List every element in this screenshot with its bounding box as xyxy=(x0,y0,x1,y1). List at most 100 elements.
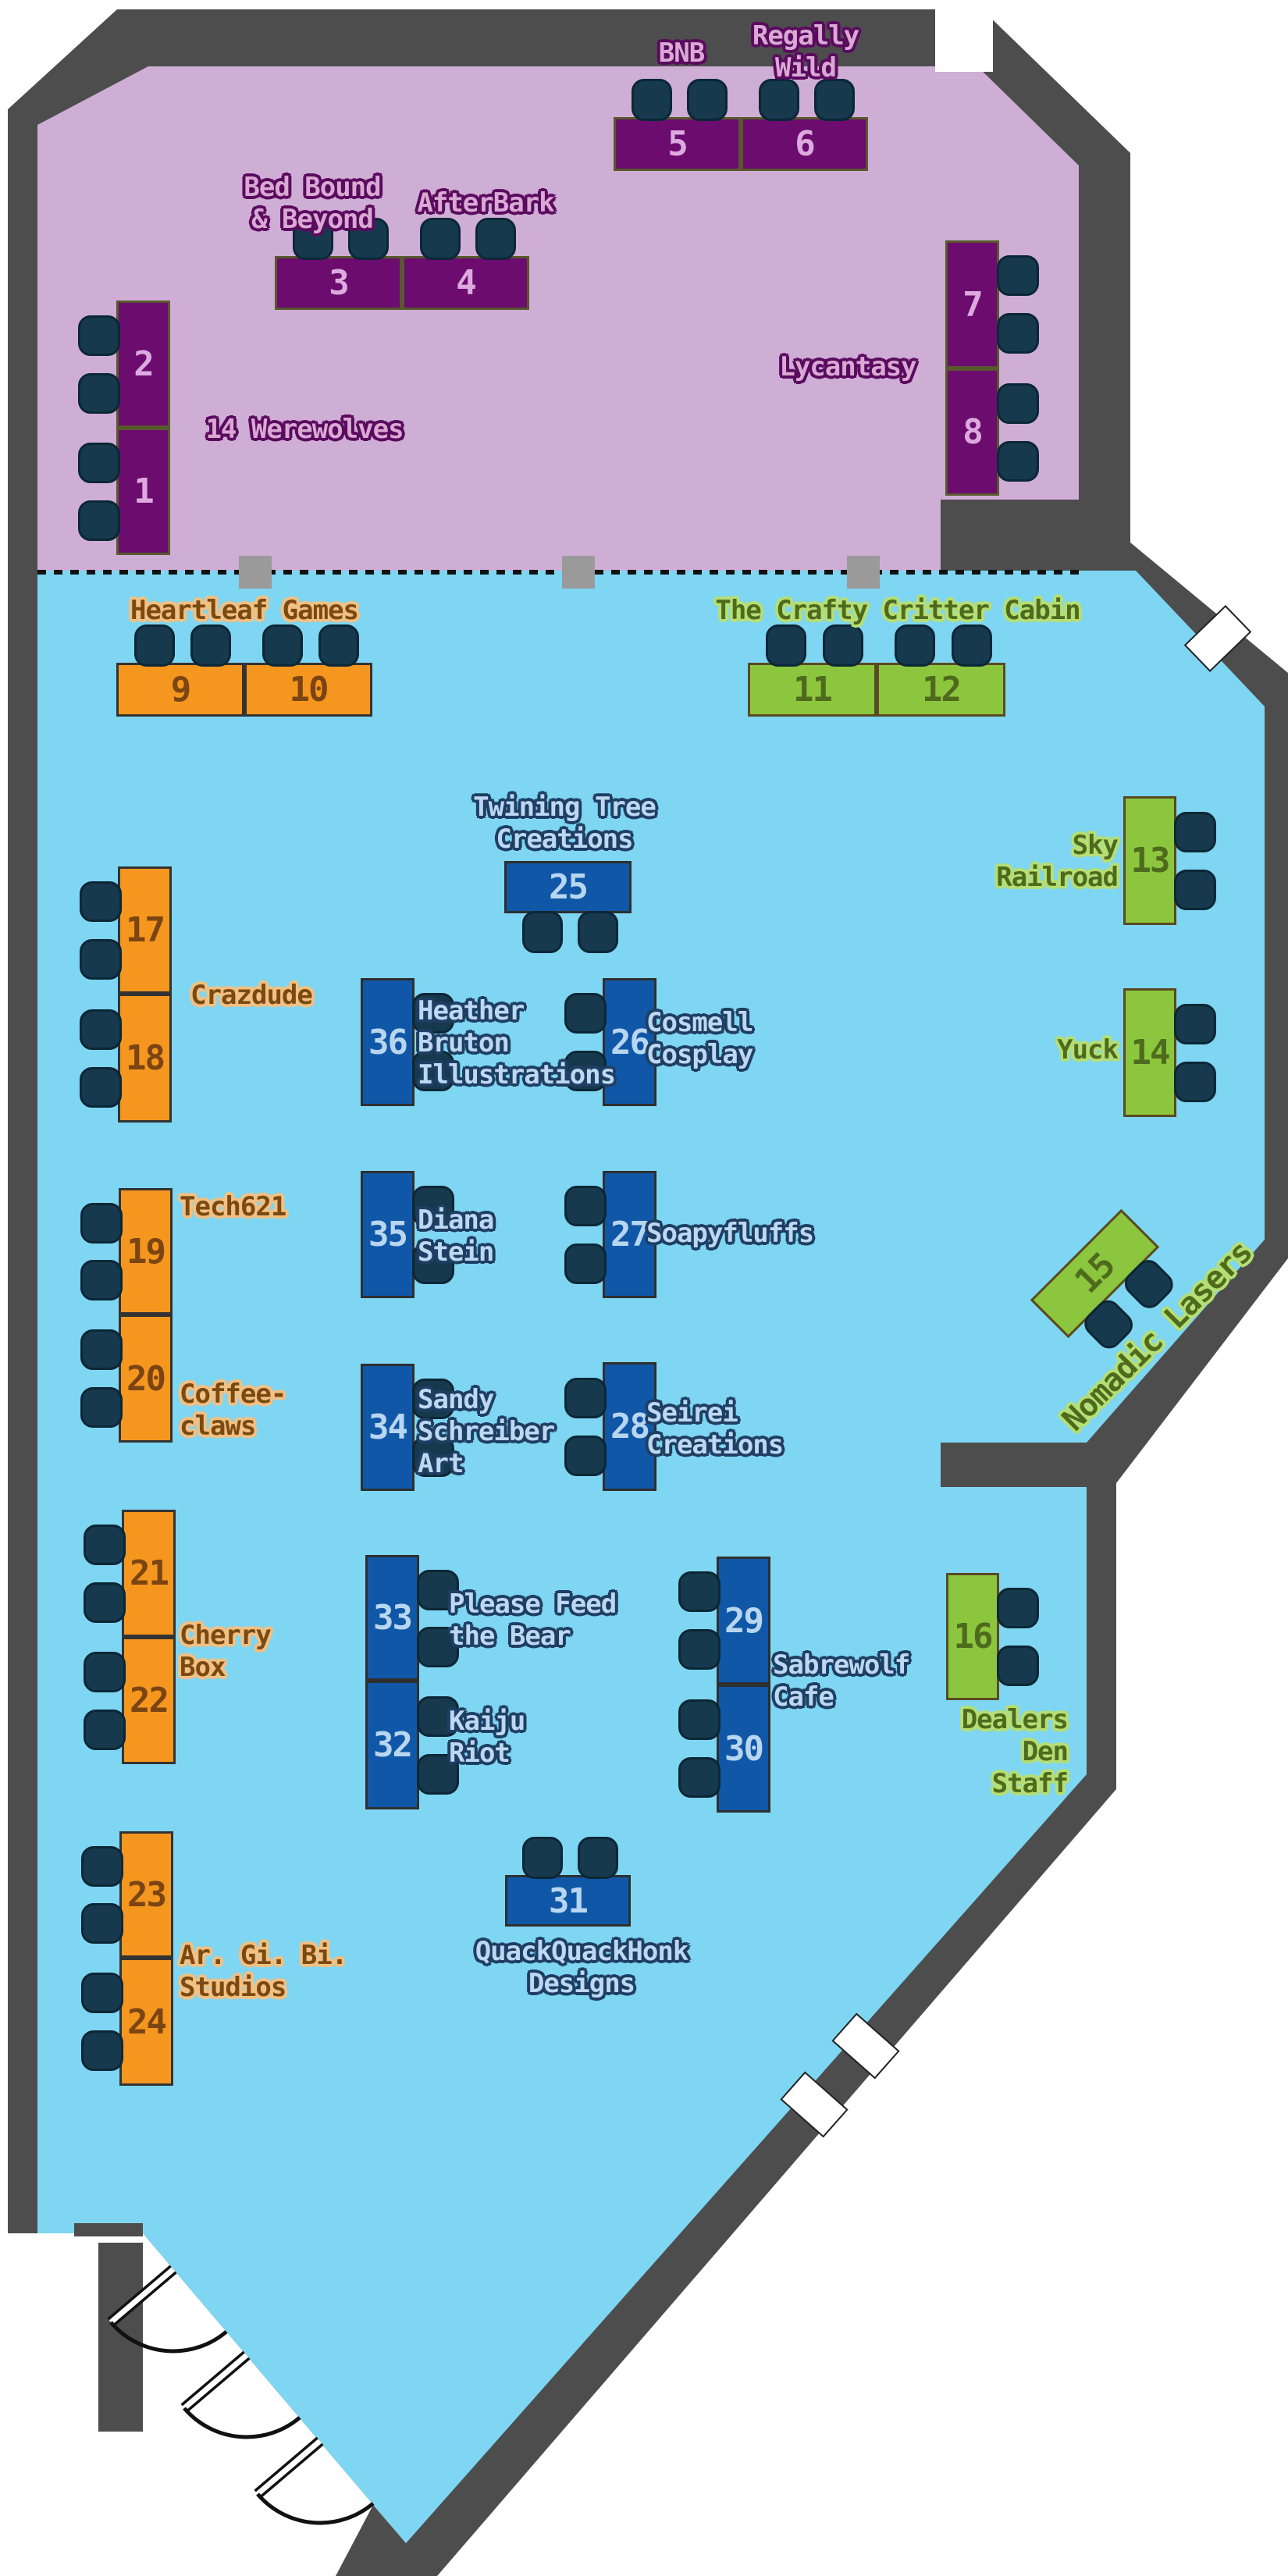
table-33[interactable]: 33 xyxy=(365,1555,459,1681)
chair-icon xyxy=(84,1652,126,1693)
vendor-label-line: Regally xyxy=(752,20,859,52)
chair-icon xyxy=(1174,1003,1216,1044)
vendor-label-line: Schreiber xyxy=(418,1416,555,1447)
chair-icon xyxy=(80,938,122,980)
table-26[interactable]: 26 xyxy=(564,978,656,1106)
chair-icon xyxy=(417,1626,459,1667)
table-8[interactable]: 8 xyxy=(945,368,1039,496)
vendor-label: The Crafty Critter Cabin xyxy=(715,595,1080,627)
table-28[interactable]: 28 xyxy=(564,1362,656,1491)
table-17[interactable]: 17 xyxy=(80,866,172,994)
table-number: 16 xyxy=(953,1617,994,1656)
floor-main-room xyxy=(37,571,1265,2543)
table-36[interactable]: 36 xyxy=(361,978,454,1106)
chair-icon xyxy=(133,624,175,667)
table-number: 18 xyxy=(126,1038,165,1078)
table-2[interactable]: 2 xyxy=(78,301,170,428)
vendor-label-line: Railroad xyxy=(996,862,1119,893)
table-10[interactable]: 10 xyxy=(244,624,372,717)
chair-icon xyxy=(190,624,232,667)
table-14[interactable]: 14 xyxy=(1123,988,1216,1117)
table-number: 23 xyxy=(127,1874,167,1915)
chair-icon xyxy=(81,1903,123,1944)
vendor-label-line: Den xyxy=(1022,1736,1069,1767)
chair-icon xyxy=(262,624,303,667)
chair-icon xyxy=(417,1753,459,1795)
vendor-label-line: Wild xyxy=(775,52,837,84)
chair-icon xyxy=(678,1699,720,1741)
vendor-label-line: Cosplay xyxy=(646,1039,753,1070)
table-34[interactable]: 34 xyxy=(361,1364,454,1491)
chair-icon xyxy=(578,911,619,953)
table-31[interactable]: 31 xyxy=(505,1837,631,1927)
table-6[interactable]: 6 xyxy=(741,79,868,171)
floor-upper-room xyxy=(37,66,1079,575)
vendor-label-line: Bed Bound xyxy=(244,172,381,203)
table-27[interactable]: 27 xyxy=(564,1171,656,1298)
table-3[interactable]: 3 xyxy=(275,218,402,310)
chair-icon xyxy=(348,218,390,260)
chair-icon xyxy=(78,500,120,541)
table-21[interactable]: 21 xyxy=(84,1510,176,1637)
vendor-label: Crazdude xyxy=(190,980,313,1012)
table-35[interactable]: 35 xyxy=(361,1171,454,1298)
table-20[interactable]: 20 xyxy=(80,1315,173,1443)
chair-icon xyxy=(80,1066,122,1108)
table-4[interactable]: 4 xyxy=(402,218,529,310)
table-number: 2 xyxy=(133,344,154,384)
table-number: 6 xyxy=(795,124,815,164)
vendor-label-line: AfterBark xyxy=(417,187,554,219)
door-icon xyxy=(180,2350,301,2439)
table-number: 4 xyxy=(456,263,476,303)
table-25[interactable]: 25 xyxy=(504,861,632,953)
chair-icon xyxy=(522,1837,564,1879)
vendor-label-line: Heather xyxy=(418,995,525,1026)
table-22[interactable]: 22 xyxy=(84,1637,176,1764)
table-number: 31 xyxy=(549,1880,589,1921)
table-number: 22 xyxy=(130,1681,169,1720)
table-19[interactable]: 19 xyxy=(80,1188,173,1315)
vendor-label-line: Coffee- xyxy=(180,1379,286,1410)
pillar xyxy=(239,556,272,589)
table-32[interactable]: 32 xyxy=(365,1681,459,1809)
table-30[interactable]: 30 xyxy=(678,1685,770,1813)
table-number: 17 xyxy=(126,910,165,950)
table-11[interactable]: 11 xyxy=(748,624,877,717)
table-13[interactable]: 13 xyxy=(1123,796,1216,925)
table-12[interactable]: 12 xyxy=(877,624,1005,717)
chair-icon xyxy=(84,1582,126,1623)
vendor-label: Soapyfluffs xyxy=(646,1218,814,1250)
chair-icon xyxy=(997,440,1039,482)
table-number: 33 xyxy=(373,1598,413,1638)
chair-icon xyxy=(417,1695,459,1737)
table-7[interactable]: 7 xyxy=(945,240,1039,368)
table-number: 27 xyxy=(610,1215,650,1254)
vendor-label-line: the Bear xyxy=(449,1621,571,1652)
table-number: 20 xyxy=(126,1358,166,1399)
door-icon xyxy=(107,2265,228,2354)
chair-icon xyxy=(564,1051,607,1092)
table-number: 25 xyxy=(549,867,589,907)
table-number: 32 xyxy=(373,1725,413,1765)
table-23[interactable]: 23 xyxy=(81,1831,173,1958)
table-9[interactable]: 9 xyxy=(116,624,244,717)
table-number: 13 xyxy=(1130,841,1171,881)
table-number: 5 xyxy=(667,124,688,164)
pillar xyxy=(847,556,880,589)
pillar xyxy=(562,556,595,589)
chair-icon xyxy=(997,1588,1039,1629)
table-1[interactable]: 1 xyxy=(78,428,170,555)
table-16[interactable]: 16 xyxy=(946,1573,1039,1700)
vestibule-wall xyxy=(98,2243,143,2432)
chair-icon xyxy=(766,624,807,667)
table-5[interactable]: 5 xyxy=(614,79,741,171)
table-24[interactable]: 24 xyxy=(81,1958,173,2086)
vendor-label-line: Dealers xyxy=(961,1704,1069,1735)
table-18[interactable]: 18 xyxy=(80,994,172,1123)
vestibule-wall xyxy=(74,2223,143,2236)
table-29[interactable]: 29 xyxy=(678,1557,770,1685)
vendor-label-line: QuackQuackHonk xyxy=(475,1936,689,1967)
chair-icon xyxy=(895,624,936,667)
